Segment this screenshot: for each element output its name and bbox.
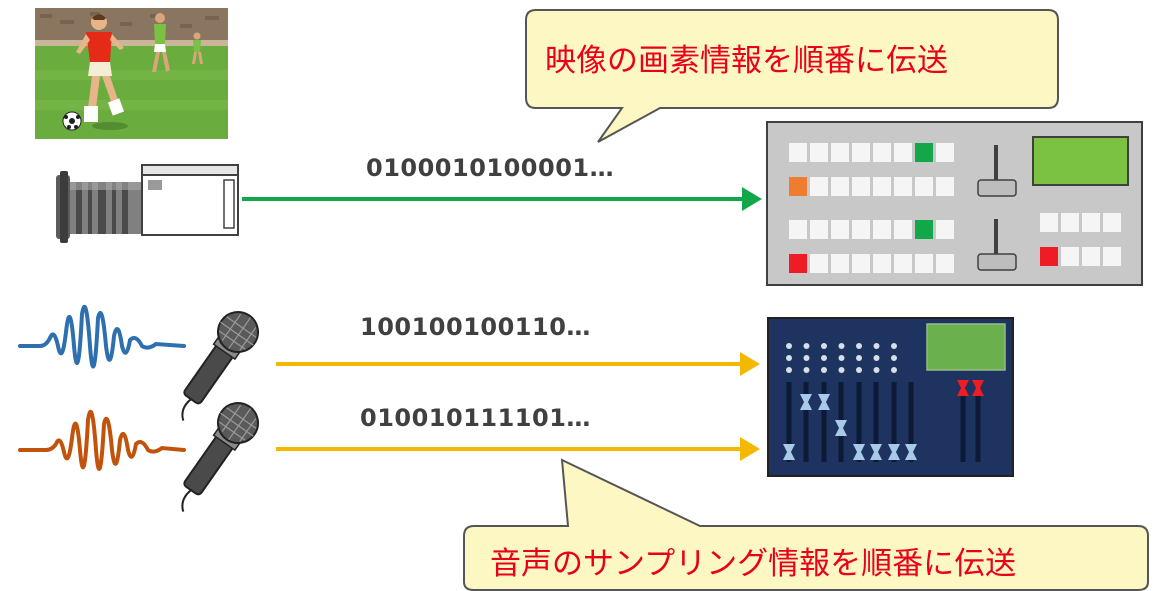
video-switcher-icon <box>766 121 1143 286</box>
mixer-knob <box>838 343 845 349</box>
video-bit-stream: 0100010100001… <box>366 154 614 182</box>
switcher-button <box>873 177 891 196</box>
switcher-button <box>936 254 954 273</box>
audio-bit-stream-2: 010010111101… <box>360 404 591 432</box>
mixer-knob <box>856 355 862 361</box>
mixer-fader-knob <box>835 420 847 436</box>
video-callout-text: 映像の画素情報を順番に伝送 <box>545 43 948 79</box>
audio-callout-text: 音声のサンプリング情報を順番に伝送 <box>490 546 1016 582</box>
soccer-photo <box>35 8 228 139</box>
switcher-button <box>1040 213 1058 232</box>
switcher-button <box>831 143 849 162</box>
switcher-button <box>894 254 912 273</box>
switcher-button <box>789 220 807 239</box>
switcher-button <box>915 143 933 162</box>
mixer-fader-knob <box>888 444 900 460</box>
switcher-button <box>936 177 954 196</box>
audio-callout: 音声のサンプリング情報を順番に伝送 <box>463 458 1149 591</box>
mixer-knob <box>891 355 897 361</box>
switcher-button <box>831 254 849 273</box>
audio-bit-stream-1: 100100100110… <box>360 313 591 341</box>
mixer-knob <box>838 355 845 361</box>
switcher-button <box>789 177 807 196</box>
switcher-button <box>810 177 828 196</box>
audio-signal-arrow-2 <box>276 437 760 461</box>
mixer-knob <box>873 343 880 349</box>
mixer-knob <box>803 355 810 361</box>
switcher-button <box>1040 247 1058 266</box>
switcher-button <box>894 177 912 196</box>
switcher-button <box>894 143 912 162</box>
switcher-button <box>1061 213 1079 232</box>
mixer-fader-knob <box>957 380 969 396</box>
switcher-button <box>1082 213 1100 232</box>
switcher-button <box>831 177 849 196</box>
switcher-button <box>789 143 807 162</box>
switcher-button <box>810 220 828 239</box>
switcher-button <box>1103 213 1121 232</box>
mixer-knob <box>786 343 792 349</box>
switcher-button <box>873 220 891 239</box>
switcher-button <box>873 143 891 162</box>
switcher-button <box>810 254 828 273</box>
sound-wave-icon <box>18 304 186 369</box>
audio-signal-arrow-1 <box>276 352 760 376</box>
switcher-button <box>915 220 933 239</box>
switcher-button <box>915 177 933 196</box>
switcher-button <box>936 220 954 239</box>
mixer-knob <box>786 355 792 361</box>
switcher-button <box>1103 247 1121 266</box>
switcher-button <box>852 143 870 162</box>
audio-mixer-icon <box>767 317 1014 477</box>
switcher-button <box>894 220 912 239</box>
mixer-fader-knob <box>972 380 984 396</box>
mixer-knob <box>786 367 792 373</box>
mixer-knob <box>873 367 880 373</box>
mixer-knob <box>821 343 827 349</box>
mixer-knob <box>821 355 827 361</box>
switcher-button <box>852 177 870 196</box>
switcher-button <box>873 254 891 273</box>
mixer-knob <box>838 367 845 373</box>
mixer-knob <box>873 355 880 361</box>
mixer-knob <box>891 367 897 373</box>
switcher-button <box>852 254 870 273</box>
switcher-button <box>810 143 828 162</box>
mixer-knob <box>856 343 862 349</box>
mixer-knob <box>803 343 810 349</box>
switcher-button <box>852 220 870 239</box>
mixer-fader-knob <box>818 394 830 410</box>
switcher-button <box>1082 247 1100 266</box>
video-callout: 映像の画素情報を順番に伝送 <box>525 9 1059 143</box>
sound-wave-icon <box>18 409 186 471</box>
mixer-fader-knob <box>853 444 865 460</box>
mixer-fader-knob <box>905 444 917 460</box>
mixer-knob <box>856 367 862 373</box>
switcher-button <box>915 254 933 273</box>
video-camera-icon <box>56 164 239 243</box>
mixer-knob <box>803 367 810 373</box>
microphone-icon <box>181 402 259 512</box>
switcher-button <box>936 143 954 162</box>
mixer-knob <box>891 343 897 349</box>
switcher-button <box>1061 247 1079 266</box>
mixer-knob <box>821 367 827 373</box>
switcher-button <box>831 220 849 239</box>
mixer-fader-knob <box>783 444 795 460</box>
video-signal-arrow <box>242 187 762 211</box>
mixer-fader-knob <box>800 394 812 410</box>
mixer-fader-knob <box>870 444 882 460</box>
microphone-icon <box>181 311 259 421</box>
switcher-button <box>789 254 807 273</box>
